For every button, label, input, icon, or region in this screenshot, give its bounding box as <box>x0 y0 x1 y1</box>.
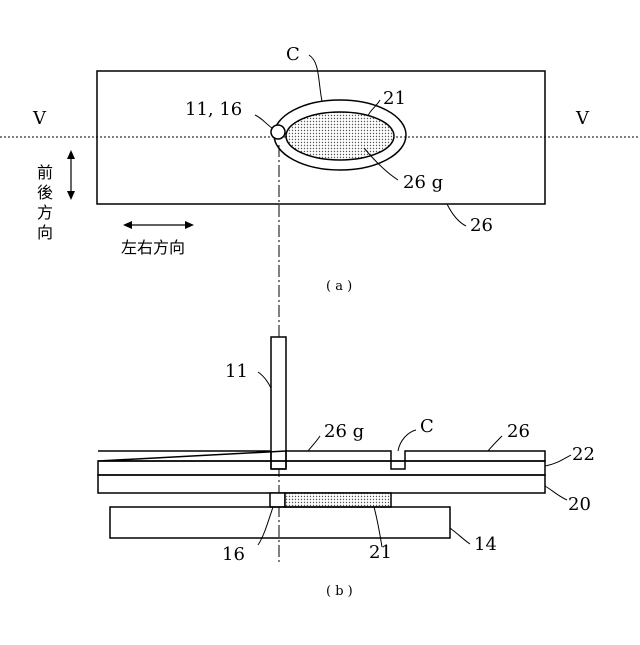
leader-16-b <box>258 507 273 545</box>
left-right-arrowhead-right <box>185 221 194 229</box>
leader-26g-b <box>308 436 320 451</box>
label-21-b: 21 <box>369 542 392 563</box>
view-b: 11 26 g C 26 22 20 16 21 14 ( b <box>98 337 595 599</box>
label-c-b: C <box>420 416 434 437</box>
label-21-a: 21 <box>383 88 406 109</box>
leader-26-a <box>447 204 466 226</box>
layer-22 <box>98 461 545 475</box>
leader-11-b <box>258 372 271 388</box>
front-back-char-4: 向 <box>37 223 53 242</box>
region-21 <box>286 112 394 160</box>
label-26-a: 26 <box>470 215 493 236</box>
probe-point-11-16 <box>271 125 285 139</box>
label-26g-a: 26 g <box>403 172 443 193</box>
front-back-char-1: 前 <box>37 163 53 182</box>
front-back-arrowhead-down <box>67 191 75 200</box>
layer-20 <box>98 475 545 493</box>
view-a: V V C 21 11, 16 26 g 26 前 後 方 向 左右方向 ( a… <box>0 44 640 294</box>
leader-21-a <box>368 100 380 116</box>
caption-a: ( a ) <box>326 279 352 294</box>
leader-20-b <box>545 486 567 500</box>
leader-22-b <box>545 455 571 466</box>
probe-11 <box>271 337 286 469</box>
label-26-b: 26 <box>507 421 530 442</box>
base-14 <box>110 507 450 538</box>
label-16-b: 16 <box>222 544 245 565</box>
leader-c-b <box>398 430 416 451</box>
region-21-b <box>285 493 391 507</box>
label-14-b: 14 <box>474 534 497 555</box>
label-20-b: 20 <box>568 494 591 515</box>
label-26g-b: 26 g <box>324 421 364 442</box>
leader-26-b <box>488 436 502 451</box>
leader-c-a <box>309 55 322 101</box>
front-back-char-2: 後 <box>37 183 53 202</box>
front-back-char-3: 方 <box>37 203 53 222</box>
left-right-label: 左右方向 <box>121 238 185 257</box>
layer-26 <box>98 451 545 469</box>
label-11-b: 11 <box>225 361 248 382</box>
caption-b: ( b ) <box>326 584 353 599</box>
label-11-16-a: 11, 16 <box>185 99 242 120</box>
leader-11-16-a <box>255 115 272 128</box>
front-back-arrowhead-up <box>67 150 75 159</box>
electrode-16 <box>270 493 285 507</box>
label-c-a: C <box>286 44 300 65</box>
label-v-left: V <box>32 108 47 129</box>
leader-14-b <box>450 528 470 544</box>
label-v-right: V <box>575 108 590 129</box>
leader-21-b <box>374 507 382 547</box>
label-22-b: 22 <box>572 444 595 465</box>
left-right-arrowhead-left <box>123 221 132 229</box>
